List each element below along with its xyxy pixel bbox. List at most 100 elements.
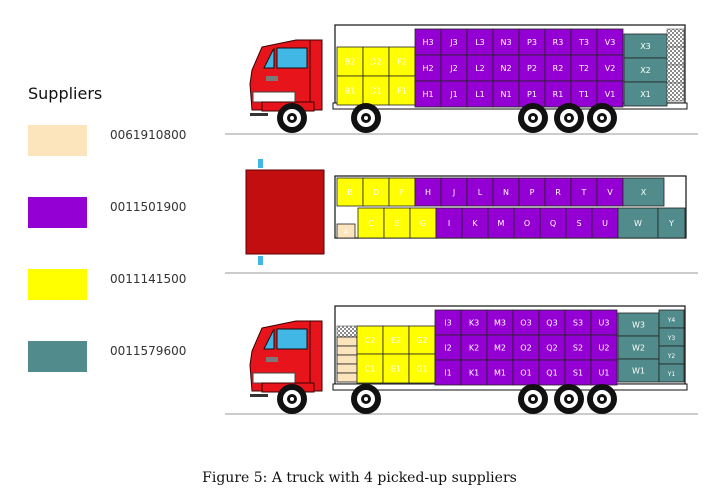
box-J-label: J bbox=[452, 188, 455, 197]
box-R2: R2 bbox=[544, 54, 572, 82]
box-Y2-label: Y2 bbox=[667, 353, 676, 360]
box-T2: T2 bbox=[570, 54, 598, 82]
box-Y1-label: Y1 bbox=[667, 371, 676, 378]
box-I: I bbox=[435, 207, 463, 239]
legend-code-4: 0011579600 bbox=[110, 344, 187, 358]
box-P3-label: P3 bbox=[527, 38, 537, 47]
box-G2-label: G2 bbox=[416, 336, 427, 345]
box-C-label: C bbox=[368, 219, 374, 228]
box-H1-label: H1 bbox=[422, 90, 433, 99]
box-D1-label: D1 bbox=[370, 87, 381, 96]
box-R-label: R bbox=[555, 188, 561, 197]
figure-caption: Figure 5: A truck with 4 picked-up suppl… bbox=[202, 470, 517, 486]
box-V2-label: V2 bbox=[605, 64, 616, 73]
box-J2-label: J2 bbox=[449, 64, 457, 73]
box-F1-label: F1 bbox=[397, 87, 407, 96]
box-Q3-label: Q3 bbox=[546, 319, 557, 328]
wheel bbox=[351, 103, 381, 133]
box-R1-label: R1 bbox=[553, 90, 564, 99]
wheel bbox=[277, 384, 307, 414]
box-Q2: Q2 bbox=[538, 334, 566, 361]
box-U: U bbox=[591, 207, 619, 239]
box-U3-label: U3 bbox=[599, 319, 610, 328]
box-Q-label: Q bbox=[550, 219, 556, 228]
box-M-label: M bbox=[498, 219, 505, 228]
box-G-label: G bbox=[420, 219, 426, 228]
box-E1-label: E1 bbox=[391, 365, 401, 374]
box-W2-label: W2 bbox=[632, 344, 645, 353]
beige-slab bbox=[336, 354, 358, 365]
wheel bbox=[518, 384, 548, 414]
box-U2: U2 bbox=[590, 334, 618, 361]
box-L1-label: L1 bbox=[475, 90, 485, 99]
box-B1: B1 bbox=[336, 75, 364, 106]
box-W2: W2 bbox=[617, 335, 660, 360]
wheel bbox=[587, 103, 617, 133]
wheel bbox=[554, 384, 584, 414]
box-H: H bbox=[414, 177, 442, 207]
beige-slab bbox=[336, 345, 358, 356]
legend-swatch-beige bbox=[28, 125, 87, 156]
box-M3: M3 bbox=[486, 309, 514, 336]
box-B2: B2 bbox=[336, 46, 364, 77]
box-U1-label: U1 bbox=[599, 369, 610, 378]
box-X1: X1 bbox=[623, 81, 668, 107]
box-S2: S2 bbox=[564, 334, 592, 361]
box-S: S bbox=[565, 207, 593, 239]
box-P3: P3 bbox=[518, 28, 546, 56]
box-O3-label: O3 bbox=[520, 319, 531, 328]
box-O1: O1 bbox=[512, 359, 540, 386]
box-W3-label: W3 bbox=[632, 321, 645, 330]
box-U-label: U bbox=[602, 219, 608, 228]
box-E-label: E bbox=[394, 219, 399, 228]
box-S2-label: S2 bbox=[573, 344, 583, 353]
box-L3: L3 bbox=[466, 28, 494, 56]
box-F2-label: F2 bbox=[397, 58, 407, 67]
beige-slab bbox=[336, 336, 358, 347]
box-K2-label: K2 bbox=[469, 344, 479, 353]
box-S3-label: S3 bbox=[573, 319, 583, 328]
box-Y3: Y3 bbox=[658, 327, 685, 347]
box-R3: R3 bbox=[544, 28, 572, 56]
box-D2: D2 bbox=[362, 46, 390, 77]
box-H2-label: H2 bbox=[422, 64, 433, 73]
box-V3: V3 bbox=[596, 28, 624, 56]
truck3-cab bbox=[249, 320, 323, 397]
box-M3-label: M3 bbox=[494, 319, 506, 328]
box-N2: N2 bbox=[492, 54, 520, 82]
box-U3: U3 bbox=[590, 309, 618, 336]
box-X3: X3 bbox=[623, 33, 668, 59]
wheel bbox=[518, 103, 548, 133]
box-G1-label: G1 bbox=[416, 365, 427, 374]
box-J3: J3 bbox=[440, 28, 468, 56]
legend-swatch-teal bbox=[28, 341, 87, 372]
legend-code-2: 0011501900 bbox=[110, 200, 187, 214]
beige-slab bbox=[336, 372, 358, 383]
box-J1-label: J1 bbox=[449, 90, 457, 99]
box-K3-label: K3 bbox=[469, 319, 479, 328]
box-H2: H2 bbox=[414, 54, 442, 82]
box-X2-label: X2 bbox=[640, 66, 651, 75]
box-X: X bbox=[622, 177, 665, 207]
box-O3: O3 bbox=[512, 309, 540, 336]
box-K3: K3 bbox=[460, 309, 488, 336]
legend-code-1: 0061910800 bbox=[110, 128, 187, 142]
box-T: T bbox=[570, 177, 598, 207]
wheel bbox=[554, 103, 584, 133]
box-F1: F1 bbox=[388, 75, 416, 106]
box-X2: X2 bbox=[623, 57, 668, 83]
box-R1: R1 bbox=[544, 80, 572, 108]
box-O: O bbox=[513, 207, 541, 239]
legend-title: Suppliers bbox=[28, 84, 103, 103]
box-T3: T3 bbox=[570, 28, 598, 56]
beige-slab bbox=[336, 363, 358, 374]
box-K1-label: K1 bbox=[469, 369, 479, 378]
box-P: P bbox=[518, 177, 546, 207]
box-E1: E1 bbox=[382, 353, 410, 384]
box-D: D bbox=[362, 177, 390, 207]
box-G1: G1 bbox=[408, 353, 436, 384]
box-X1-label: X1 bbox=[640, 90, 651, 99]
box-V2: V2 bbox=[596, 54, 624, 82]
box-I-label: I bbox=[448, 219, 450, 228]
